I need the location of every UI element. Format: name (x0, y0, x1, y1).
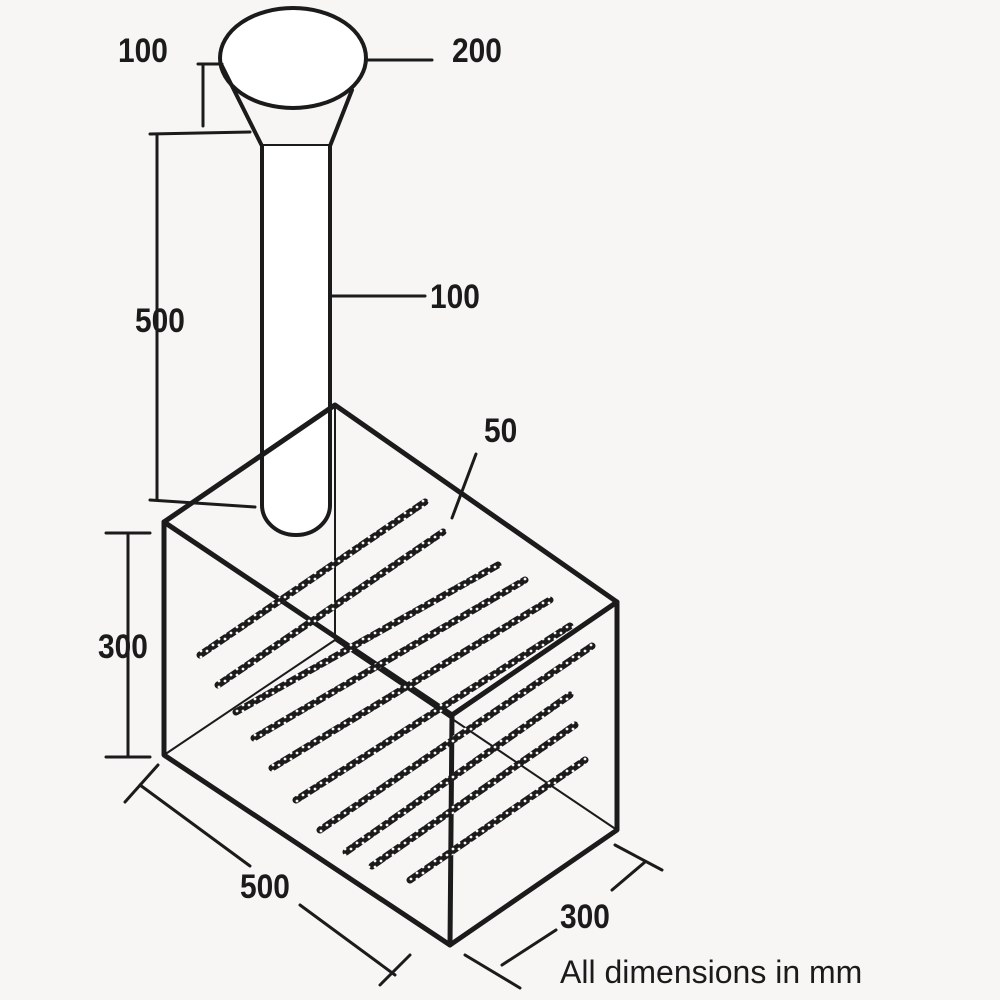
funnel (218, 6, 368, 148)
rebars (196, 498, 596, 884)
pipe-diameter-label: 100 (430, 278, 480, 316)
box-height-label: 300 (98, 628, 148, 666)
box-length-label: 500 (240, 868, 290, 906)
pipe-length-label: 500 (135, 302, 185, 340)
dimension-lines (104, 58, 664, 990)
funnel-diameter-label: 200 (452, 32, 502, 70)
funnel-height-label: 100 (118, 32, 168, 70)
box-width-label: 300 (560, 898, 610, 936)
units-note: All dimensions in mm (560, 954, 863, 990)
bar-spacing-label: 50 (484, 412, 518, 450)
pipe (260, 144, 332, 537)
box (161, 402, 620, 948)
